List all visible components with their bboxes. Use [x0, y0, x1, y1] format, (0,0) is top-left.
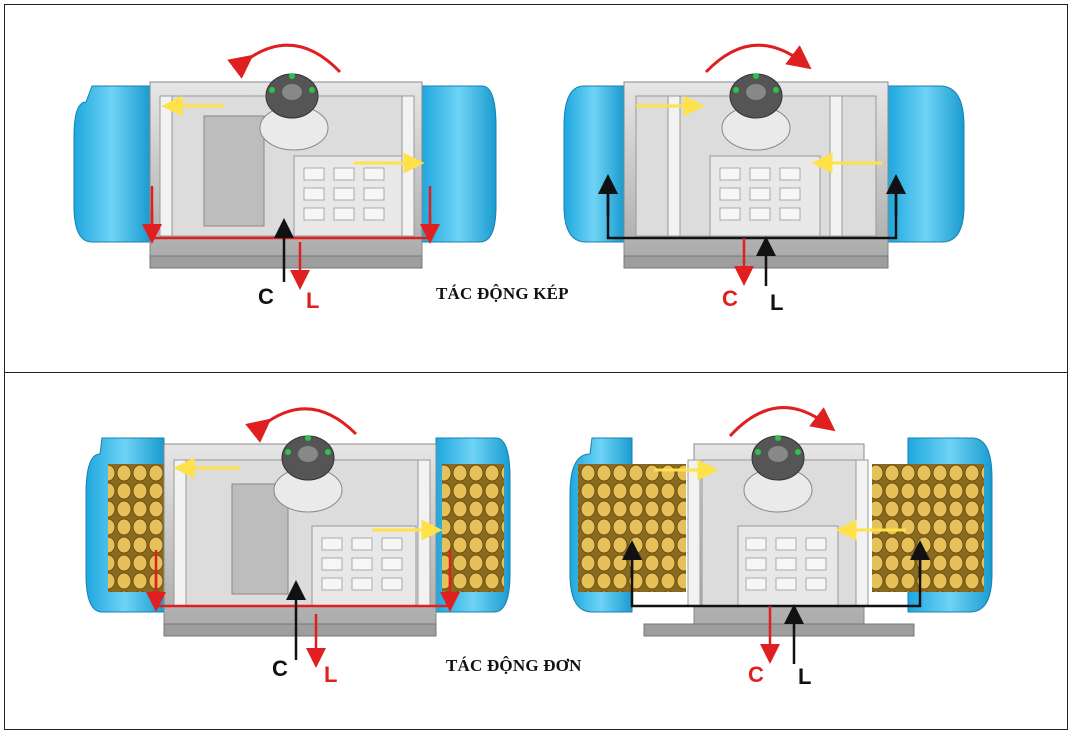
section-divider: [4, 372, 1068, 373]
caption-single-acting: TÁC ĐỘNG ĐƠN: [446, 656, 582, 675]
port-c-label: C: [258, 284, 274, 309]
rotation-arrow: [227, 43, 342, 79]
double-acting-diagram: [73, 43, 965, 290]
single-acting-diagram: [85, 406, 993, 668]
left-piston: [159, 95, 173, 237]
single-acting-section: C L TÁC ĐỘNG ĐƠN C L: [4, 374, 1068, 740]
outer-frame: [4, 4, 1068, 730]
right-actuator: [563, 43, 965, 286]
right-end-cap: [421, 85, 497, 243]
caption-double-acting: TÁC ĐỘNG KÉP: [436, 284, 569, 303]
right-actuator: [569, 406, 993, 664]
port-c-label: C: [722, 286, 738, 311]
right-piston: [401, 95, 415, 237]
port-l-label: L: [770, 290, 784, 315]
port-c-label: C: [272, 656, 288, 681]
left-actuator: [85, 407, 511, 668]
port-c-label: C: [748, 662, 764, 687]
port-l-label: L: [306, 288, 320, 313]
left-actuator: [73, 43, 497, 290]
spring-pack-right: [442, 464, 504, 592]
left-end-cap: [73, 85, 151, 243]
port-l-label: L: [798, 664, 812, 689]
spring-pack-left: [108, 464, 172, 592]
port-l-label: L: [324, 662, 338, 687]
spring-pack-right: [872, 464, 984, 592]
double-acting-section: C L TÁC ĐỘNG KÉP C L: [4, 6, 1068, 372]
